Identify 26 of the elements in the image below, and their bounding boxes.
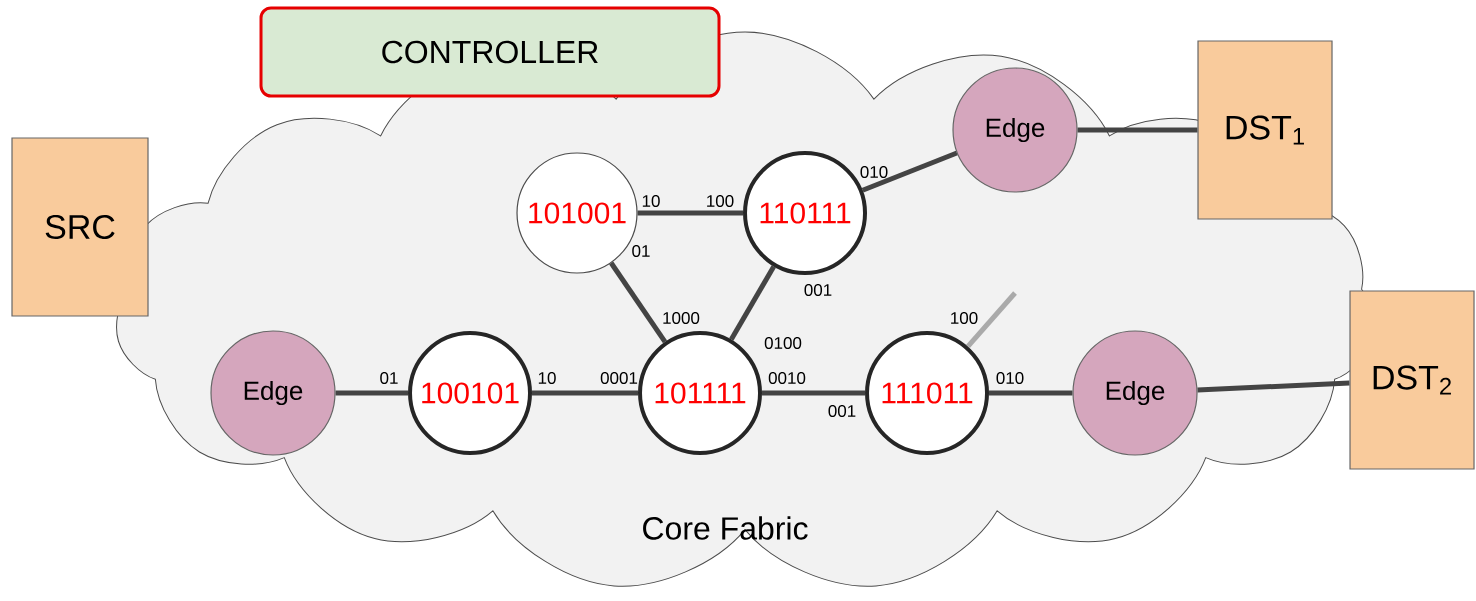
link-line	[335, 390, 408, 396]
link-line	[1197, 380, 1350, 393]
port-label: 100	[707, 195, 734, 207]
link-line	[729, 265, 776, 341]
link-line	[637, 210, 743, 216]
link-line	[989, 390, 1073, 396]
link-line	[609, 261, 668, 344]
port-label: 010	[996, 372, 1024, 384]
host-box: DST$_{1}$	[1197, 40, 1333, 220]
port-label: 01	[380, 372, 398, 384]
host-box: SRC	[11, 137, 149, 317]
controller-box: CONTROLLER	[259, 6, 721, 98]
port-label: 0001	[600, 372, 638, 384]
port-label: 1000	[663, 312, 700, 324]
host-box: DST$_{2}$	[1349, 290, 1475, 470]
link-line	[1077, 127, 1198, 133]
port-label: 001	[828, 405, 856, 417]
link-line	[966, 291, 1017, 349]
link-line	[861, 150, 958, 193]
link-line	[762, 390, 865, 396]
port-label: 100	[951, 312, 978, 324]
port-label: 10	[642, 195, 660, 207]
link-line	[532, 390, 638, 396]
port-label: 10	[538, 372, 556, 384]
port-label: 001	[804, 284, 832, 296]
port-label: 0010	[768, 372, 806, 384]
